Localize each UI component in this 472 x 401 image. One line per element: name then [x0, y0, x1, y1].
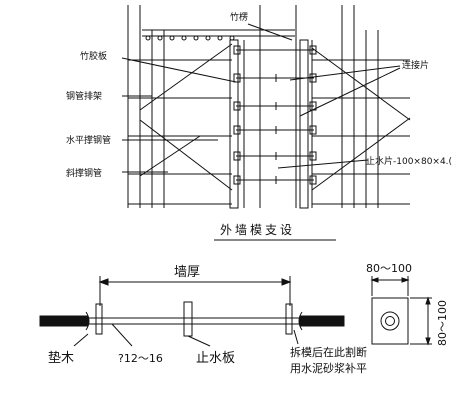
exterior-wall-formwork-drawing	[121, 5, 411, 209]
caption-exterior-formwork: 外墙模支设	[220, 223, 295, 237]
label-horizontal-pipe: 水平撑钢管	[66, 134, 111, 146]
label-plywood: 竹胶板	[80, 50, 107, 62]
label-plate-height: 80～100	[436, 300, 449, 346]
label-rod-diameter: ?12～16	[118, 352, 163, 365]
label-diagonal-pipe: 斜撑钢管	[66, 167, 102, 179]
label-wall-thickness: 墙厚	[174, 265, 200, 280]
label-connector: 连接片	[402, 59, 429, 71]
tie-rods	[236, 49, 314, 181]
tie-rod-detail-drawing	[39, 276, 432, 347]
right-thread	[299, 315, 345, 327]
label-note-line2: 用水泥砂浆补平	[290, 361, 367, 375]
label-bamboo-brace: 竹楞	[230, 11, 248, 23]
tie-rod-nuts	[233, 45, 317, 185]
label-water-stop-plate: 止水板	[196, 351, 235, 366]
left-thread	[39, 315, 89, 327]
label-note-line1: 拆模后在此割断	[290, 345, 367, 359]
label-scaffold: 钢管排架	[66, 90, 102, 102]
top-slab-circles	[145, 35, 235, 41]
label-pad-wood: 垫木	[48, 350, 74, 366]
label-water-stop: 止水片-100×80×4.(	[366, 155, 452, 167]
label-plate-width: 80～100	[366, 262, 412, 275]
